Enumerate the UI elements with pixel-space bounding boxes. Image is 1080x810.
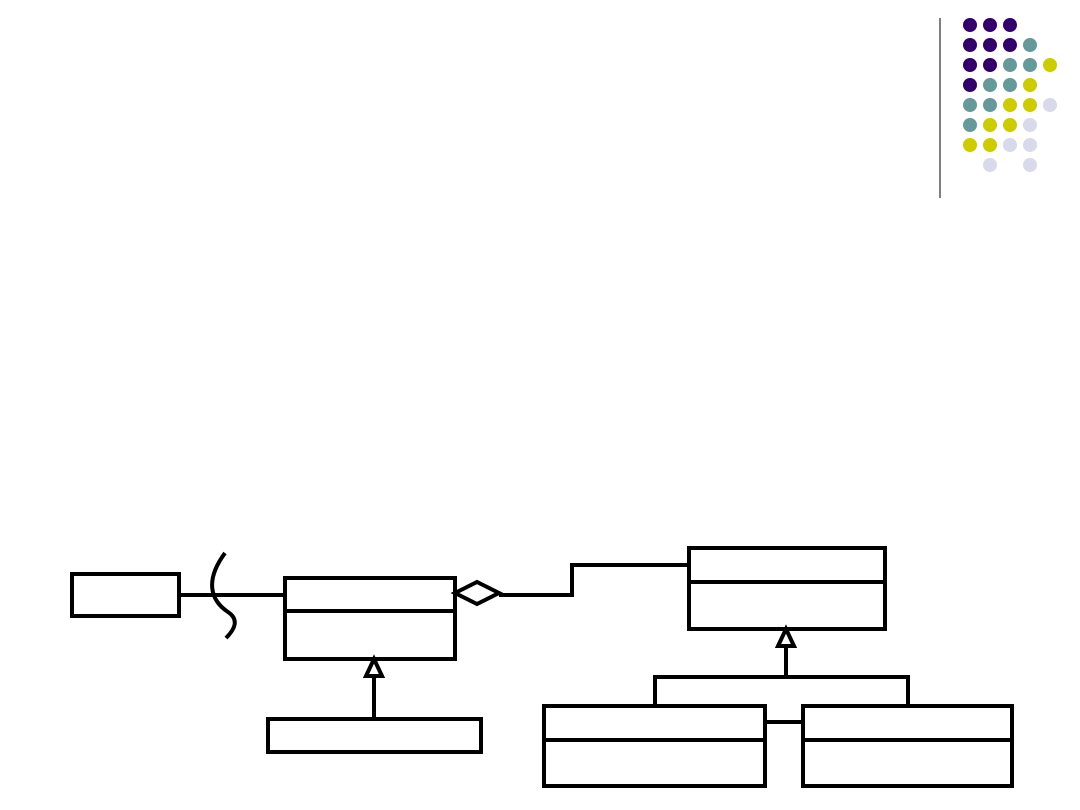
decorative-dot-lavender bbox=[1003, 138, 1017, 152]
class-box-center bbox=[283, 576, 457, 661]
decorative-dot-yellow bbox=[983, 138, 997, 152]
decorative-dot-purple bbox=[983, 58, 997, 72]
decorative-dot-yellow bbox=[963, 138, 977, 152]
decorative-dot-purple bbox=[963, 58, 977, 72]
decorative-dot-lavender bbox=[1023, 158, 1037, 172]
decorative-dot-teal bbox=[963, 118, 977, 132]
decorative-dot-teal bbox=[983, 98, 997, 112]
subclass-box-center bbox=[266, 717, 483, 754]
class-box-left bbox=[70, 572, 181, 618]
inheritance-triangle-center bbox=[362, 654, 386, 678]
aggregation-connector bbox=[499, 563, 689, 597]
decorative-dot-lavender bbox=[983, 158, 997, 172]
decorative-dot-yellow bbox=[1003, 118, 1017, 132]
subclass-box-bottom-left bbox=[542, 704, 767, 788]
subclass-box-bottom-right bbox=[801, 704, 1014, 788]
decorative-dot-purple bbox=[963, 78, 977, 92]
decorative-dot-purple bbox=[983, 38, 997, 52]
inheritance-triangle-right bbox=[774, 624, 798, 648]
decorative-dot-yellow bbox=[983, 118, 997, 132]
decorative-dot-teal bbox=[963, 98, 977, 112]
decorative-dot-lavender bbox=[1023, 118, 1037, 132]
decorative-dot-yellow bbox=[1023, 98, 1037, 112]
decorative-dot-teal bbox=[1003, 78, 1017, 92]
decorative-dot-purple bbox=[1003, 18, 1017, 32]
decorative-dot-teal bbox=[1003, 58, 1017, 72]
decorative-dot-lavender bbox=[1023, 138, 1037, 152]
decorative-dot-lavender bbox=[1043, 98, 1057, 112]
decorative-dot-yellow bbox=[1003, 98, 1017, 112]
decorative-dot-purple bbox=[983, 18, 997, 32]
decorative-dot-yellow bbox=[1023, 78, 1037, 92]
decorative-dot-teal bbox=[1023, 38, 1037, 52]
decorative-dot-purple bbox=[963, 38, 977, 52]
decorative-dot-yellow bbox=[1043, 58, 1057, 72]
decorative-dot-purple bbox=[1003, 38, 1017, 52]
decorative-dot-teal bbox=[983, 78, 997, 92]
inheritance-branch-right bbox=[653, 675, 910, 706]
class-box-right bbox=[687, 546, 887, 631]
break-curve bbox=[210, 551, 237, 640]
aggregation-diamond bbox=[450, 579, 504, 607]
decorative-dot-purple bbox=[963, 18, 977, 32]
decorative-dot-grid bbox=[963, 18, 1057, 172]
decorative-dot-teal bbox=[1023, 58, 1037, 72]
